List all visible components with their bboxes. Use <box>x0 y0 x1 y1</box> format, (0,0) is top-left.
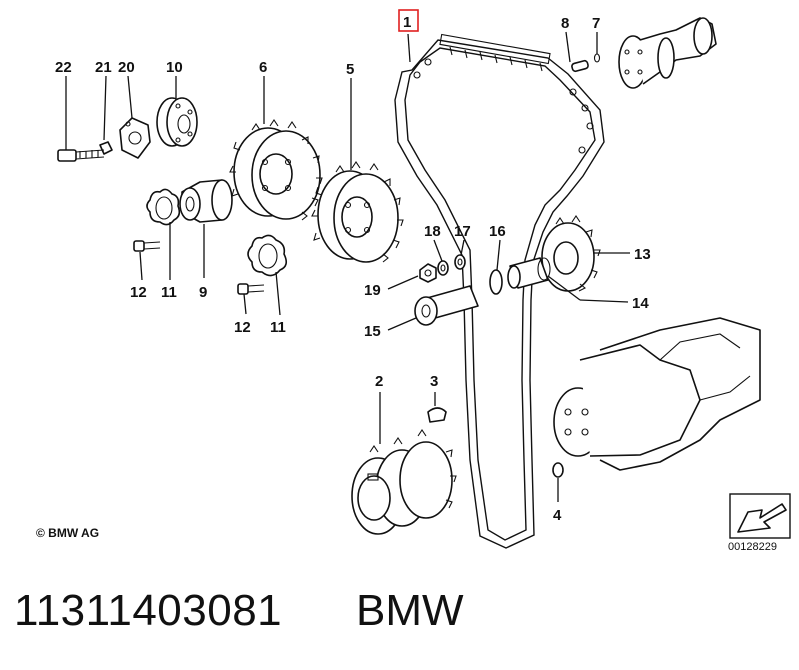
o-ring-16[interactable] <box>489 269 503 295</box>
camshaft <box>618 17 717 89</box>
callout-1[interactable]: 1 <box>403 14 411 31</box>
callout-22[interactable]: 22 <box>55 59 72 76</box>
callout-21[interactable]: 21 <box>95 59 112 76</box>
callout-18[interactable]: 18 <box>424 223 441 240</box>
callout-12-upper[interactable]: 12 <box>130 284 147 301</box>
diagram-reference-number: 00128229 <box>728 541 777 553</box>
timing-chain[interactable] <box>394 33 605 549</box>
crankshaft <box>553 317 761 471</box>
chain-links-right <box>413 58 594 154</box>
sprocket-13[interactable] <box>541 215 601 292</box>
leader-lines <box>65 31 630 502</box>
dowel-pin-8[interactable] <box>571 59 589 73</box>
bushing-14[interactable] <box>507 257 551 289</box>
callout-9[interactable]: 9 <box>199 284 207 301</box>
tensioner-15[interactable] <box>414 285 479 326</box>
flange-20[interactable] <box>119 117 151 159</box>
callout-14[interactable]: 14 <box>632 295 649 312</box>
copyright-label: © BMW AG <box>36 526 100 540</box>
camshaft-sprocket-5[interactable] <box>311 161 404 263</box>
callout-1-highlight-box <box>398 9 419 32</box>
callout-3[interactable]: 3 <box>430 373 438 390</box>
callout-labels: 1 2 3 4 5 6 7 8 9 10 11 11 12 12 13 14 1… <box>55 9 651 524</box>
callout-13[interactable]: 13 <box>634 246 651 263</box>
bolt-22[interactable] <box>57 149 105 162</box>
callout-11-lower[interactable]: 11 <box>270 319 286 336</box>
callout-17[interactable]: 17 <box>454 223 471 240</box>
callout-7[interactable]: 7 <box>592 15 600 32</box>
callout-8[interactable]: 8 <box>561 15 569 32</box>
bolt-12-upper[interactable] <box>133 240 161 252</box>
bolt-12-lower[interactable] <box>237 283 265 295</box>
brand-name: BMW <box>356 586 464 635</box>
callout-2[interactable]: 2 <box>375 373 383 390</box>
callout-5[interactable]: 5 <box>346 61 354 78</box>
timing-chain-exploded-diagram: 1 2 3 4 5 6 7 8 9 10 11 11 12 12 13 14 1… <box>55 9 791 549</box>
star-washer-11-lower[interactable] <box>247 234 288 277</box>
crankshaft-sprocket-2[interactable] <box>351 429 457 535</box>
hub-9[interactable] <box>179 179 233 223</box>
woodruff-key-3[interactable] <box>427 407 447 423</box>
hub-flange-10[interactable] <box>156 97 198 147</box>
callout-16[interactable]: 16 <box>489 223 506 240</box>
chain-links-top <box>439 33 551 72</box>
dowel-4[interactable] <box>552 462 564 478</box>
callout-11-upper[interactable]: 11 <box>161 284 177 301</box>
nut-19[interactable] <box>419 263 437 283</box>
part-number: 11311403081 <box>14 586 283 635</box>
callout-19[interactable]: 19 <box>364 282 381 299</box>
callout-4[interactable]: 4 <box>553 507 562 524</box>
camshaft-sprocket-6[interactable] <box>229 119 323 221</box>
callout-12-lower[interactable]: 12 <box>234 319 251 336</box>
callout-15[interactable]: 15 <box>364 323 381 340</box>
washer-21[interactable] <box>99 141 113 155</box>
arrow-down-left-icon <box>729 493 791 539</box>
washer-18[interactable] <box>437 260 449 276</box>
star-washer-11-upper[interactable] <box>146 188 181 226</box>
callout-20[interactable]: 20 <box>118 59 135 76</box>
circlip-7[interactable] <box>593 53 601 63</box>
callout-6[interactable]: 6 <box>259 59 267 76</box>
callout-10[interactable]: 10 <box>166 59 183 76</box>
washer-17[interactable] <box>454 254 466 270</box>
